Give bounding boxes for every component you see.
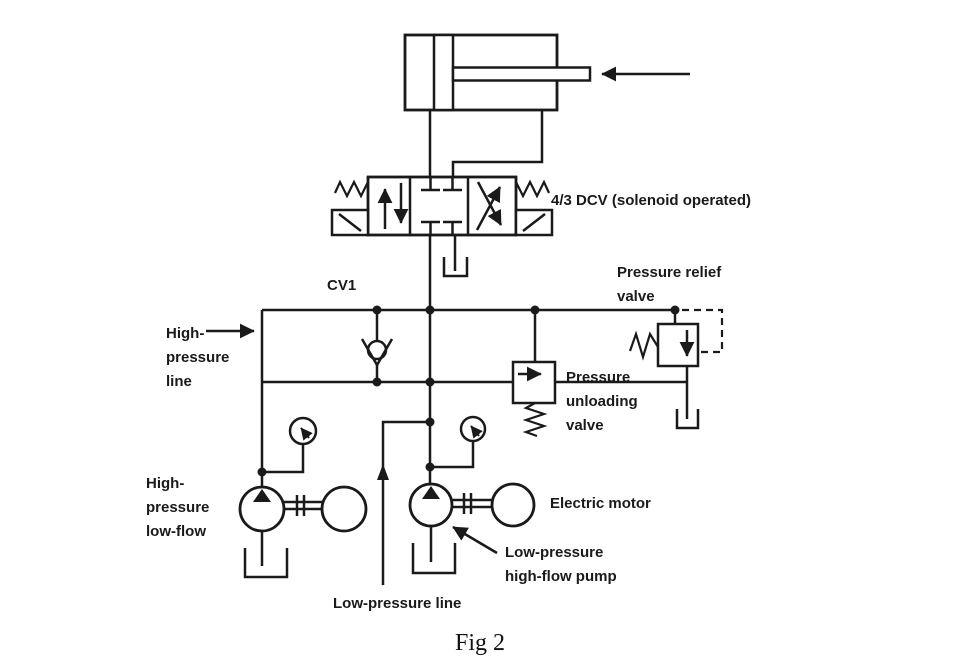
check-valve-cv1 <box>360 310 394 382</box>
solenoid-icon <box>330 208 370 237</box>
high-pressure-line-label: High- pressure line <box>166 325 230 390</box>
spring-icon <box>515 179 551 199</box>
spring-icon <box>522 402 548 438</box>
figure-caption: Fig 2 <box>455 630 506 656</box>
high-pressure-manifold <box>260 235 675 488</box>
pressure-gauge-icon <box>430 415 487 469</box>
spring-icon <box>628 330 659 361</box>
lp-pump-pointer-arrow <box>452 525 498 555</box>
electric-motor-icon <box>320 485 368 533</box>
pressure-unloading-valve-label: Pressure unloading valve <box>566 369 638 434</box>
low-pressure-pump <box>408 310 457 575</box>
cv1-label: CV1 <box>327 277 357 294</box>
solenoid-icon <box>514 208 554 237</box>
junction-dots <box>257 305 680 477</box>
tank-icon <box>675 409 700 430</box>
low-pressure-pump-label: Low-pressure high-flow pump <box>505 544 617 585</box>
low-pressure-line <box>377 420 428 585</box>
pilot-line-dashed <box>682 308 724 354</box>
hydraulic-cylinder <box>403 33 592 112</box>
dcv-tank-line <box>442 235 469 278</box>
low-pressure-line-label: Low-pressure line <box>333 595 462 612</box>
tank-icon <box>442 257 469 278</box>
high-pressure-pump-label: High- pressure low-flow <box>146 475 210 540</box>
pressure-relief-valve-label: Pressure relief valve <box>617 264 722 305</box>
tank-icon <box>243 548 289 579</box>
cylinder-port-lines <box>428 110 544 177</box>
shaft-coupling-icon <box>451 493 492 514</box>
spring-icon <box>333 179 369 199</box>
dcv-label: 4/3 DCV (solenoid operated) <box>551 192 752 209</box>
pressure-unloading-valve <box>511 310 688 438</box>
high-pressure-pump <box>238 485 289 579</box>
electric-motor-icon <box>490 482 536 528</box>
dcv-4-3-valve <box>330 175 554 237</box>
pressure-relief-valve <box>628 308 724 430</box>
shaft-coupling-icon <box>283 495 323 516</box>
tank-icon <box>411 543 457 575</box>
electric-motor-label: Electric motor <box>550 495 651 512</box>
pressure-gauge-icon <box>262 416 318 474</box>
